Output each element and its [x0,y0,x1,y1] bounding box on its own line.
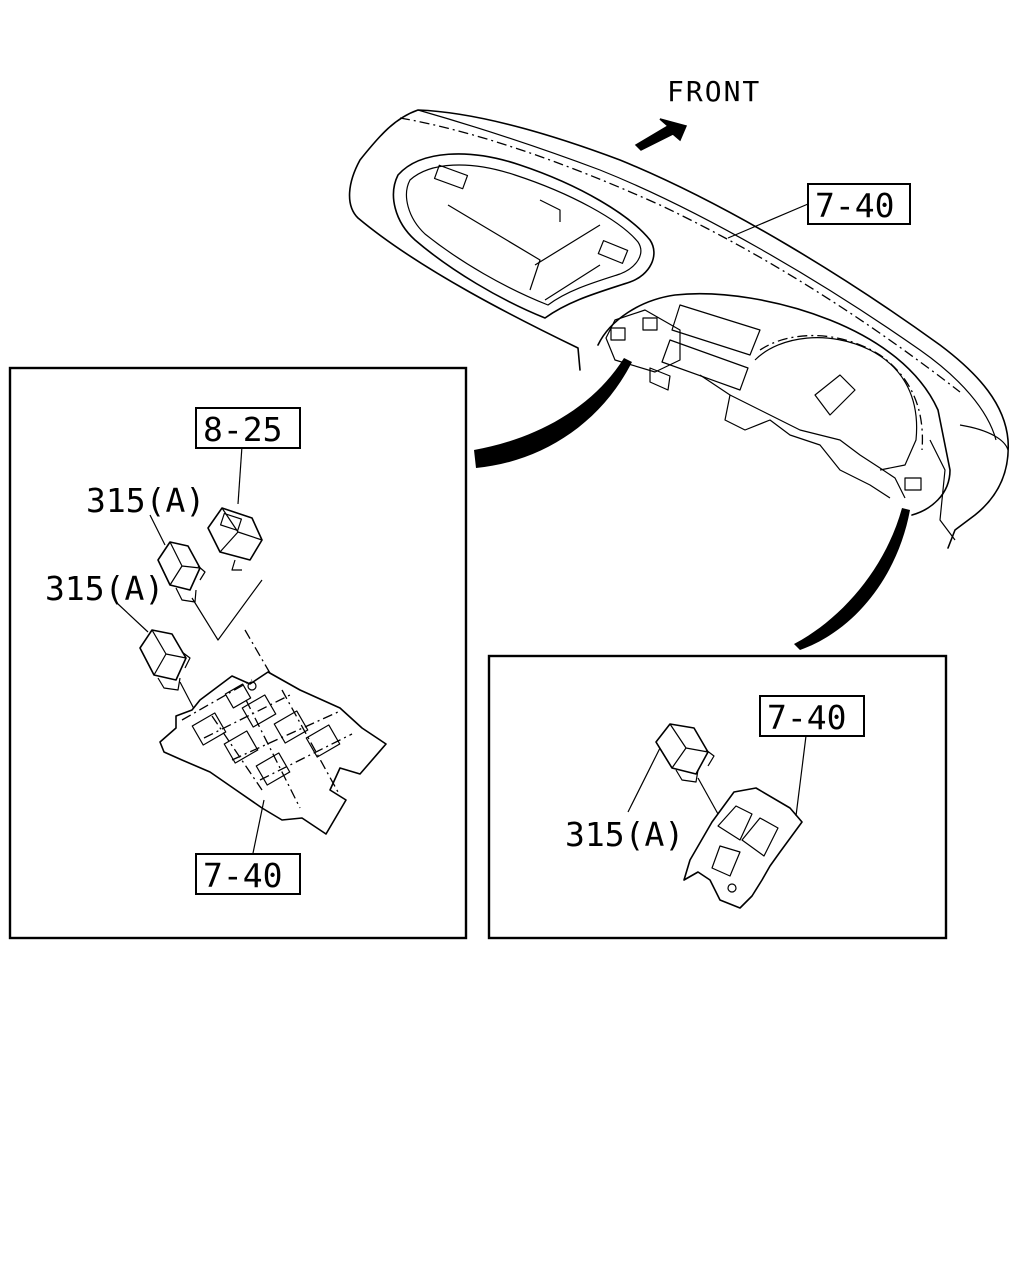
svg-text:7-40: 7-40 [767,698,846,737]
callout-7-40-left: 7-40 [195,853,301,895]
relay-right-icon [655,723,715,783]
mounting-bracket-icon [159,671,387,835]
inset-pointer-right [794,508,910,650]
callout-dash-panel: 7-40 [807,183,911,225]
connector-8-25-icon [207,507,263,571]
right-inset: 315(A) 7-40 [487,654,948,940]
relay-upper-icon [157,541,206,603]
callout-8-25: 8-25 [195,407,301,449]
inset-pointer-left [474,358,632,468]
front-label: FRONT [667,75,761,108]
instrument-panel [348,109,1010,549]
left-inset: 8-25 315(A) 315(A) [8,366,468,940]
small-bracket-icon [683,787,803,909]
callout-7-40-right: 7-40 [759,695,865,737]
svg-text:7-40: 7-40 [815,186,894,225]
front-arrow-icon [634,118,688,151]
part-315a-lower: 315(A) [45,569,164,608]
part-315a-right: 315(A) [565,815,684,854]
svg-text:8-25: 8-25 [203,410,282,449]
part-315a-upper: 315(A) [86,481,205,520]
relay-lower-icon [139,629,191,691]
leader-dash-panel [727,203,809,239]
svg-text:7-40: 7-40 [203,856,282,895]
